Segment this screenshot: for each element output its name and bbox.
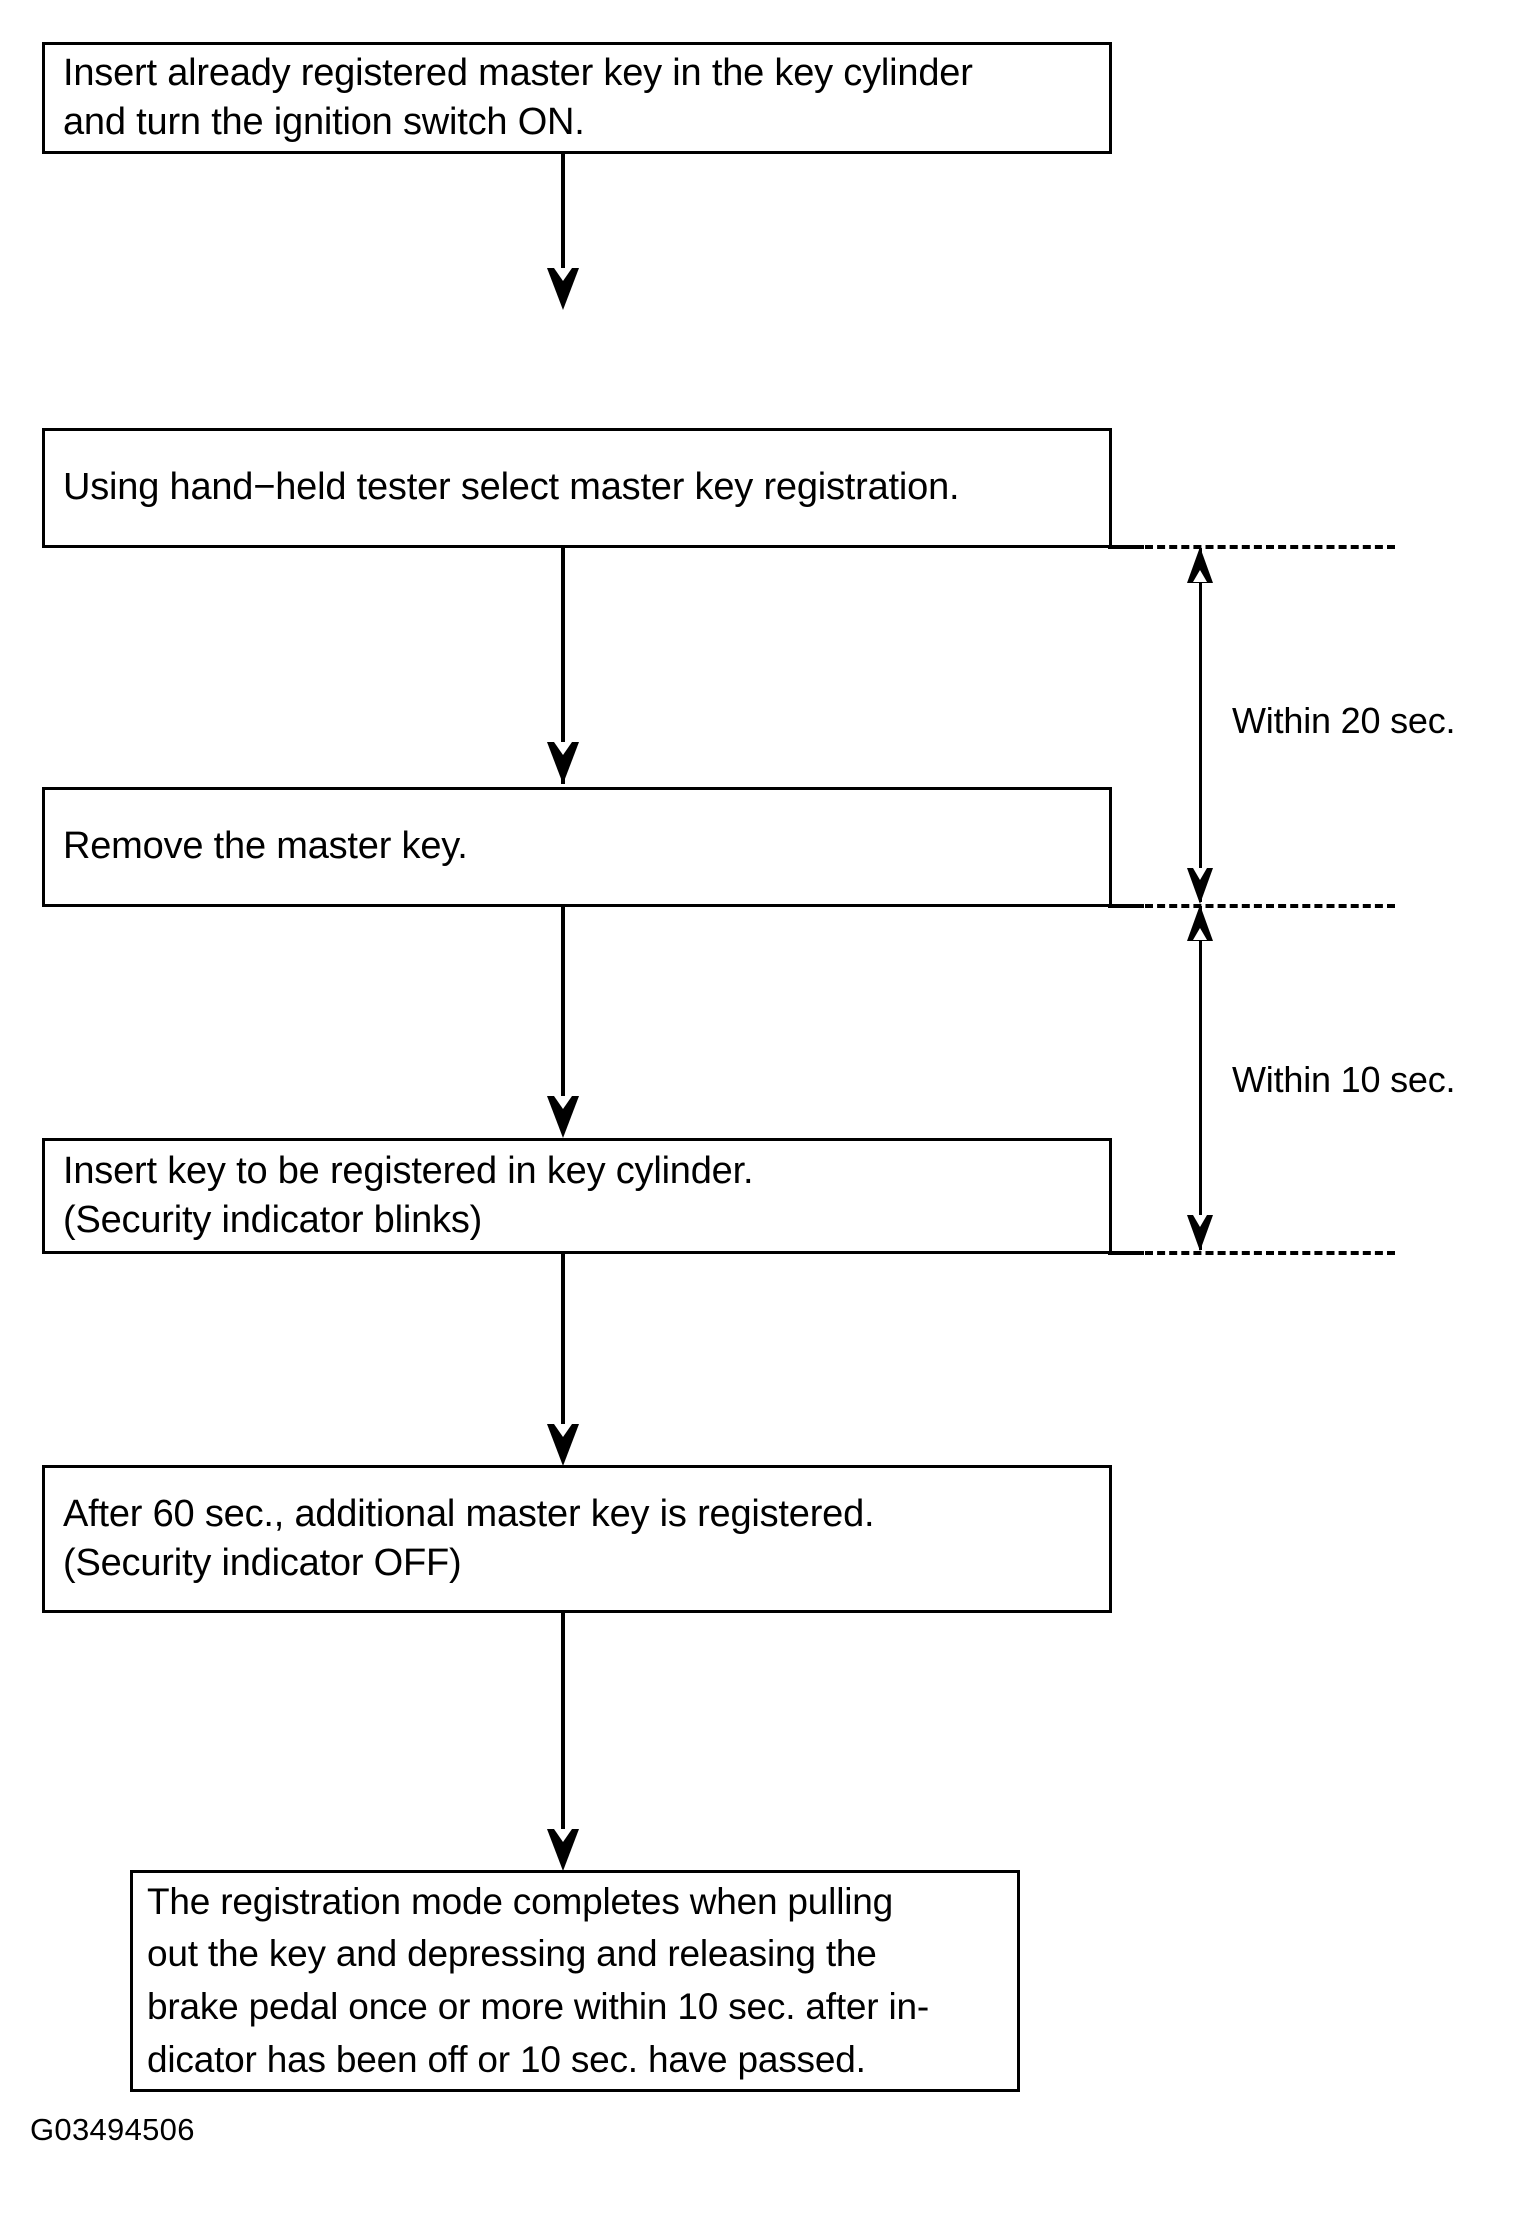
flow-step-6-line-2: out the key and depressing and releasing… (147, 1933, 877, 1975)
flow-step-4-line-2: (Security indicator blinks) (63, 1199, 483, 1241)
timing-dimension-line-20sec (1199, 548, 1202, 902)
connector-4-5 (561, 1254, 565, 1424)
timing-arrowhead-down-20sec-icon (1187, 868, 1213, 904)
flow-step-1-box: Insert already registered master key in … (42, 42, 1112, 154)
flow-step-2-box: Using hand−held tester select master key… (42, 428, 1112, 548)
timing-arrowhead-up-10sec-icon (1187, 905, 1213, 941)
arrowhead-2-3-icon (547, 742, 579, 784)
connector-2-3 (561, 548, 565, 784)
timing-guide-stub-bottom (1108, 1251, 1144, 1255)
flow-step-5-box: After 60 sec., additional master key is … (42, 1465, 1112, 1613)
timing-guide-stub-top (1108, 545, 1144, 549)
timing-guide-dashed-bottom (1145, 1251, 1395, 1255)
arrowhead-3-4-icon (547, 1096, 579, 1138)
connector-5-6 (561, 1613, 565, 1829)
flow-step-3-line-1: Remove the master key. (63, 825, 468, 868)
figure-code-label: G03494506 (30, 2112, 195, 2147)
flow-step-6-line-3: brake pedal once or more within 10 sec. … (147, 1986, 929, 2027)
arrowhead-1-2-icon (547, 268, 579, 310)
arrowhead-4-5-icon (547, 1424, 579, 1466)
flow-step-6-line-4: dicator has been off or 10 sec. have pas… (147, 2038, 866, 2080)
timing-guide-dashed-middle (1145, 904, 1395, 908)
timing-label-20sec: Within 20 sec. (1232, 700, 1456, 741)
timing-guide-dashed-top (1145, 545, 1395, 549)
flow-step-6-line-1: The registration mode completes when pul… (147, 1880, 893, 1922)
flow-step-5-line-1: After 60 sec., additional master key is … (63, 1492, 875, 1535)
flow-step-5-line-2: (Security indicator OFF) (63, 1542, 462, 1584)
timing-dimension-line-10sec (1199, 906, 1202, 1250)
flow-step-4-line-1: Insert key to be registered in key cylin… (63, 1149, 754, 1192)
timing-arrowhead-up-20sec-icon (1187, 547, 1213, 583)
timing-arrowhead-down-10sec-icon (1187, 1215, 1213, 1251)
flow-step-6-box: The registration mode completes when pul… (130, 1870, 1020, 2092)
arrowhead-5-6-icon (547, 1829, 579, 1871)
connector-1-2 (561, 154, 565, 284)
flow-step-1-line-1: Insert already registered master key in … (63, 51, 973, 94)
flow-step-2-line-1: Using hand−held tester select master key… (63, 466, 960, 509)
timing-label-10sec: Within 10 sec. (1232, 1059, 1456, 1100)
flow-step-4-box: Insert key to be registered in key cylin… (42, 1138, 1112, 1254)
timing-guide-stub-middle (1108, 904, 1144, 908)
flow-step-3-box: Remove the master key. (42, 787, 1112, 907)
connector-3-4 (561, 907, 565, 1097)
flow-step-1-line-2: and turn the ignition switch ON. (63, 101, 585, 143)
